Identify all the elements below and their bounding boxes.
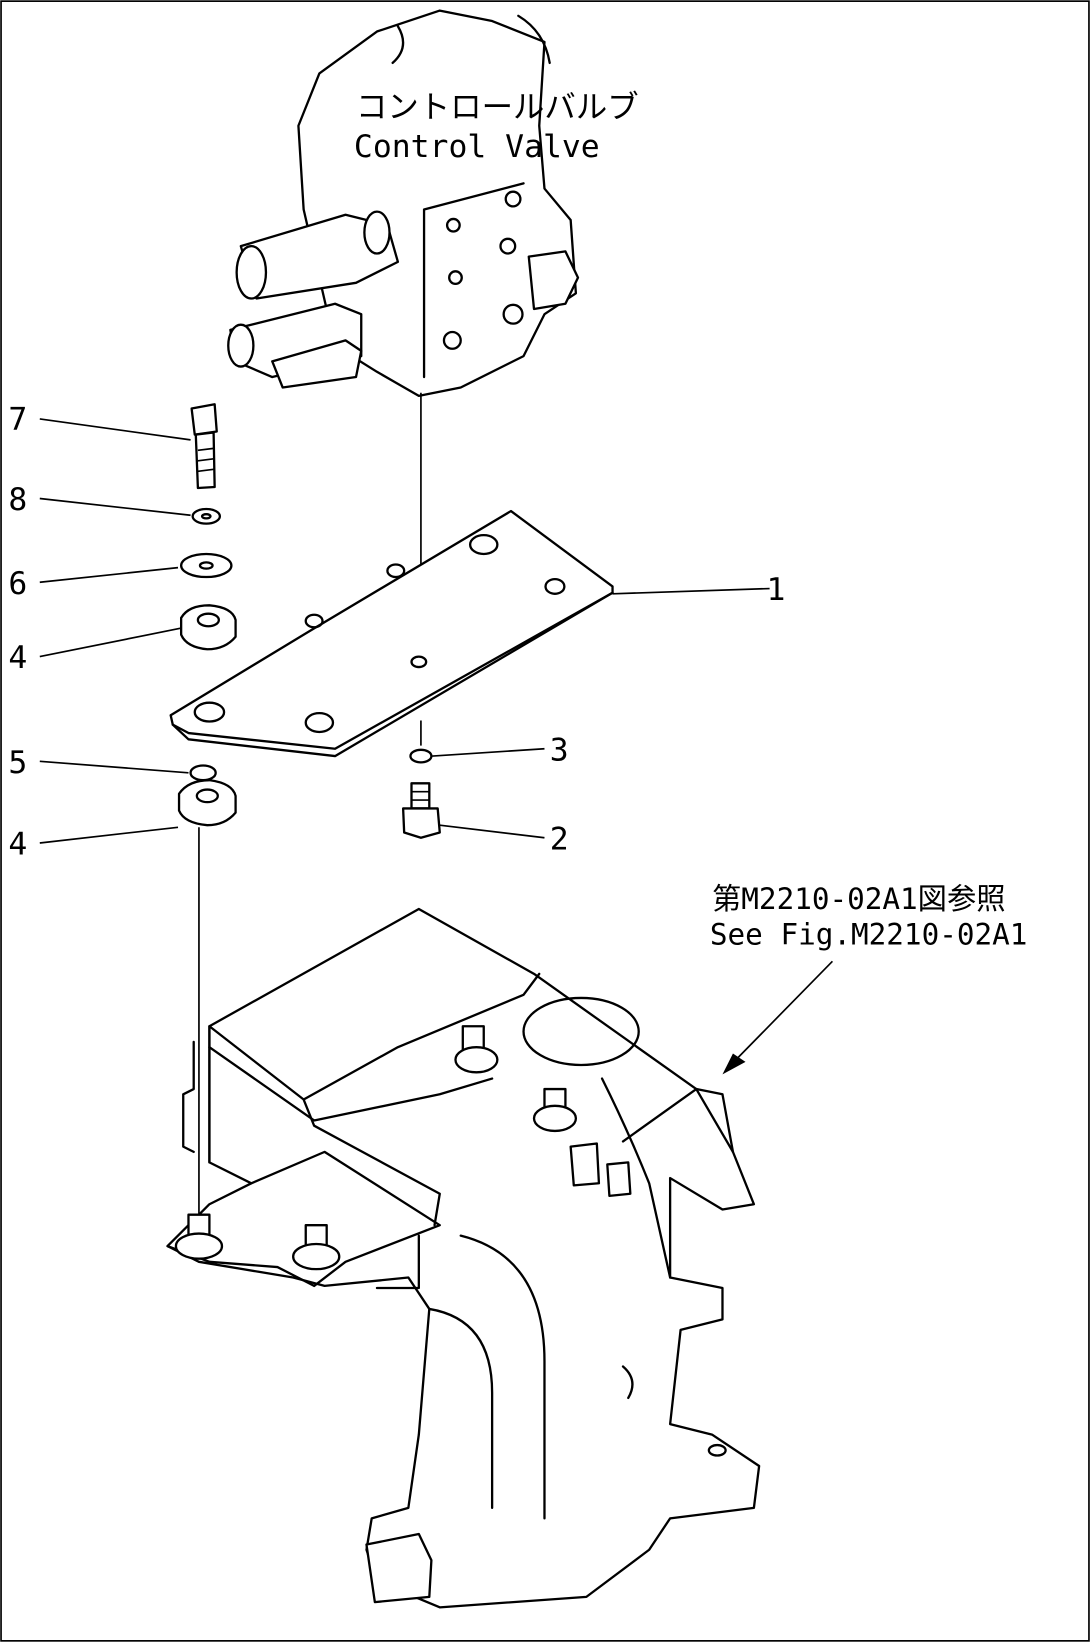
ring-part-5 <box>189 764 217 782</box>
cushion-part-4-lower <box>177 779 237 827</box>
cushion-part-4-upper <box>179 604 237 651</box>
callout-label: 4 <box>8 827 27 863</box>
reference-label-jp: 第M2210-02A1図参照 <box>712 882 1006 916</box>
bracket-frame-drawing <box>166 907 761 1609</box>
washer-part-6 <box>179 552 233 579</box>
callout-label: 8 <box>8 482 27 518</box>
bolt-part-7 <box>190 403 218 490</box>
control-valve-drawing <box>227 9 580 398</box>
control-valve-label-en: Control Valve <box>354 129 600 165</box>
callout-label: 2 <box>550 821 569 857</box>
reference-leader-line <box>727 960 834 1069</box>
leader-lines <box>39 418 770 844</box>
reference-arrowhead-icon <box>722 1053 746 1075</box>
callout-label: 1 <box>766 572 785 608</box>
bolt-part-2 <box>401 782 441 839</box>
washer-part-3 <box>409 748 433 764</box>
callout-label: 6 <box>8 566 27 602</box>
reference-label-en: See Fig.M2210-02A1 <box>710 918 1028 952</box>
callout-label: 5 <box>8 745 27 781</box>
mounting-plate-part-1 <box>169 509 614 758</box>
callout-label: 4 <box>8 640 27 676</box>
callout-label: 3 <box>550 732 569 768</box>
control-valve-label-jp: コントロールバルブ <box>356 89 639 125</box>
callout-label: 7 <box>8 401 27 437</box>
washer-part-8 <box>191 507 222 525</box>
